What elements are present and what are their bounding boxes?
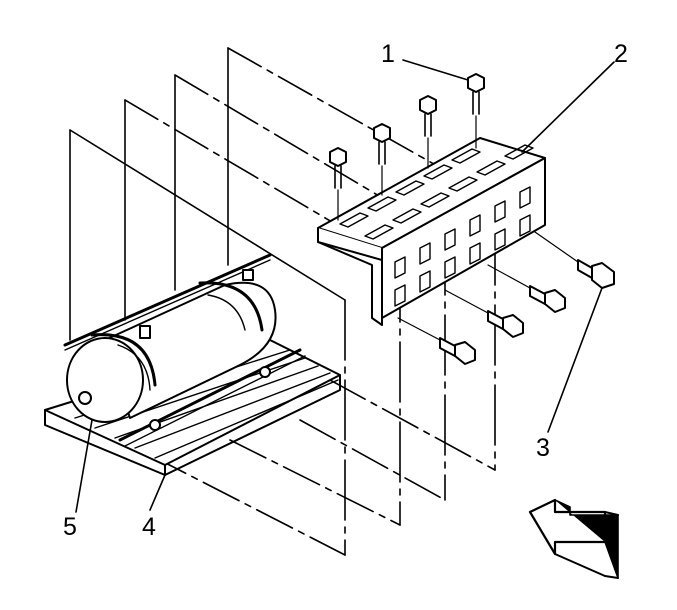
bolt-top-3 bbox=[419, 95, 437, 169]
leader-4 bbox=[149, 474, 166, 511]
shield bbox=[317, 137, 546, 326]
bolt-top-4 bbox=[467, 73, 485, 149]
forward-arrow-icon bbox=[528, 498, 619, 579]
tank bbox=[63, 253, 277, 423]
leader-lines bbox=[75, 59, 615, 513]
bolt-side-1 bbox=[397, 317, 476, 365]
callout-4: 4 bbox=[142, 513, 156, 541]
callout-2: 2 bbox=[614, 40, 628, 68]
bracket bbox=[44, 339, 341, 476]
bolt-side-2 bbox=[444, 289, 524, 338]
top-bolts bbox=[329, 73, 485, 221]
bolt-top-1 bbox=[329, 147, 347, 221]
callout-5: 5 bbox=[63, 513, 77, 541]
callout-1: 1 bbox=[381, 40, 395, 68]
side-bolts bbox=[397, 231, 615, 365]
leader-2 bbox=[521, 61, 615, 153]
bolt-top-2 bbox=[373, 123, 391, 196]
bolt-side-4 bbox=[534, 231, 615, 289]
leader-5 bbox=[75, 419, 93, 513]
leader-1 bbox=[402, 59, 469, 81]
bolt-side-3 bbox=[487, 264, 566, 313]
leader-3 bbox=[547, 287, 603, 433]
callout-3: 3 bbox=[536, 434, 550, 462]
